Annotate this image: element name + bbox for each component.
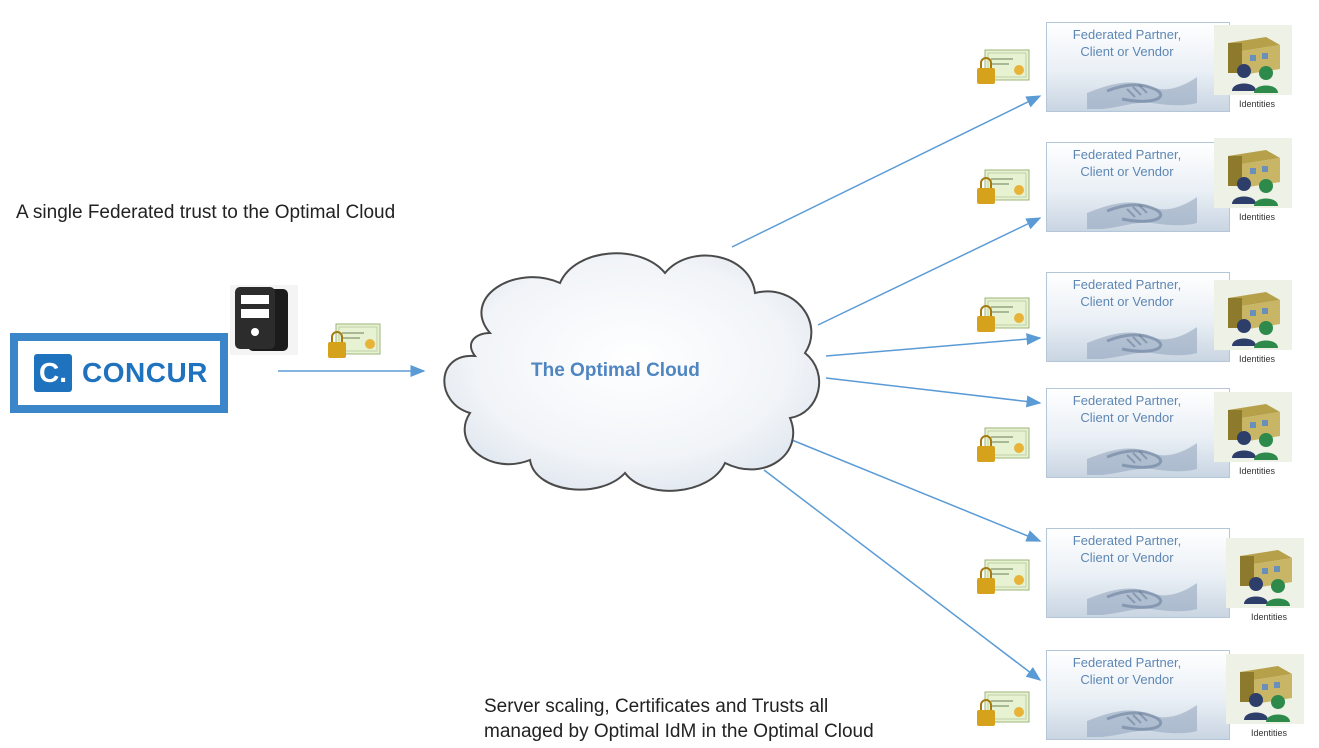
identities-icon: Identities xyxy=(1214,392,1292,476)
partner-label: Federated Partner, Client or Vendor xyxy=(1047,26,1207,60)
arrow-cloud-to-partner-2 xyxy=(817,217,1042,326)
identities-label: Identities xyxy=(1238,212,1276,222)
identities-label: Identities xyxy=(1238,354,1276,364)
certificate-icon xyxy=(975,558,1031,600)
identities-icon: Identities xyxy=(1226,538,1304,622)
partner-label-line-2: Client or Vendor xyxy=(1080,294,1174,309)
arrow-cloud-to-partner-1 xyxy=(731,95,1042,248)
arrow-cloud-to-partner-4 xyxy=(825,377,1042,408)
cloud-label: The Optimal Cloud xyxy=(531,360,700,381)
partner-label: Federated Partner, Client or Vendor xyxy=(1047,392,1207,426)
partner-label: Federated Partner, Client or Vendor xyxy=(1047,532,1207,566)
partner-label-line-1: Federated Partner, xyxy=(1072,27,1182,42)
identities-icon: Identities xyxy=(1214,25,1292,109)
federated-partner-box-6: Federated Partner, Client or Vendor xyxy=(1046,650,1230,740)
partner-label: Federated Partner, Client or Vendor xyxy=(1047,146,1207,180)
identities-icon: Identities xyxy=(1214,280,1292,364)
certificate-icon xyxy=(975,426,1031,468)
partner-label-line-1: Federated Partner, xyxy=(1072,277,1182,292)
identities-label: Identities xyxy=(1238,466,1276,476)
partner-label-line-2: Client or Vendor xyxy=(1080,44,1174,59)
partner-label-line-1: Federated Partner, xyxy=(1072,655,1182,670)
footer-line-1: Server scaling, Certificates and Trusts … xyxy=(484,696,829,717)
server-icon xyxy=(230,285,298,355)
arrow-cloud-to-partner-3 xyxy=(825,333,1042,357)
arrow-cloud-to-partner-6 xyxy=(763,469,1042,681)
partner-label-line-2: Client or Vendor xyxy=(1080,672,1174,687)
identities-icon: Identities xyxy=(1226,654,1304,738)
federated-partner-box-4: Federated Partner, Client or Vendor xyxy=(1046,388,1230,478)
footer-note: Server scaling, Certificates and Trusts … xyxy=(484,694,874,744)
federated-partner-box-1: Federated Partner, Client or Vendor xyxy=(1046,22,1230,112)
concur-logo-mark: C. xyxy=(34,354,72,392)
identities-label: Identities xyxy=(1250,612,1288,622)
partner-label-line-2: Client or Vendor xyxy=(1080,164,1174,179)
certificate-icon xyxy=(975,48,1031,90)
partner-label-line-1: Federated Partner, xyxy=(1072,147,1182,162)
identities-icon: Identities xyxy=(1214,138,1292,222)
federated-partner-box-5: Federated Partner, Client or Vendor xyxy=(1046,528,1230,618)
partner-label-line-2: Client or Vendor xyxy=(1080,410,1174,425)
arrow-cloud-to-partner-5 xyxy=(786,437,1042,542)
certificate-icon xyxy=(326,322,382,364)
partner-label-line-2: Client or Vendor xyxy=(1080,550,1174,565)
footer-line-2: managed by Optimal IdM in the Optimal Cl… xyxy=(484,721,874,742)
diagram-title: A single Federated trust to the Optimal … xyxy=(16,202,396,223)
concur-logo: C. CONCUR xyxy=(10,333,228,413)
identities-label: Identities xyxy=(1250,728,1288,738)
certificate-icon xyxy=(975,296,1031,338)
partner-label-line-1: Federated Partner, xyxy=(1072,393,1182,408)
federated-partner-box-2: Federated Partner, Client or Vendor xyxy=(1046,142,1230,232)
identities-label: Identities xyxy=(1238,99,1276,109)
partner-label-line-1: Federated Partner, xyxy=(1072,533,1182,548)
partner-label: Federated Partner, Client or Vendor xyxy=(1047,276,1207,310)
federated-partner-box-3: Federated Partner, Client or Vendor xyxy=(1046,272,1230,362)
certificate-icon xyxy=(975,168,1031,210)
certificate-icon xyxy=(975,690,1031,732)
concur-logo-wordmark: CONCUR xyxy=(82,357,208,388)
partner-label: Federated Partner, Client or Vendor xyxy=(1047,654,1207,688)
optimal-cloud xyxy=(420,238,830,500)
